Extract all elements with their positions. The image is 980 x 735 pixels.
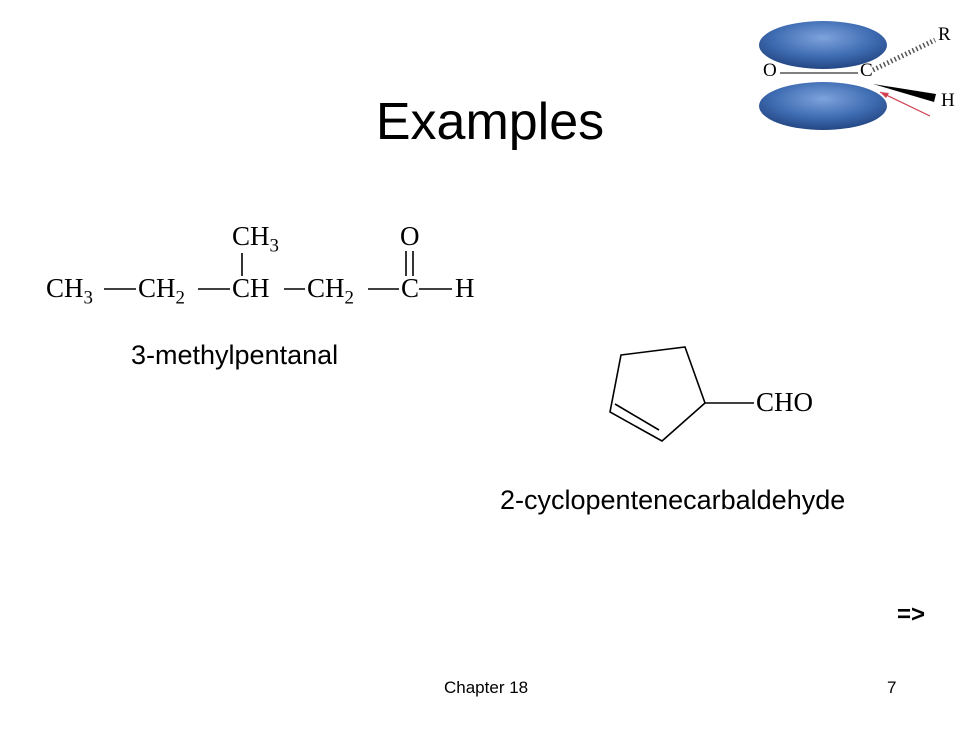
icon-oxygen-label: O	[763, 60, 777, 81]
page-number: 7	[887, 678, 897, 697]
atom-carbonyl-c: C	[401, 273, 420, 303]
footer-chapter-label: Chapter 18	[444, 678, 529, 697]
atom-aldehyde-h: H	[455, 273, 475, 303]
icon-carbon-label: C	[860, 60, 873, 81]
angle-indicator	[879, 91, 931, 117]
cyclopentene-ring	[609, 346, 706, 442]
wedge-h-bond	[873, 84, 936, 102]
atom-cho: CHO	[756, 387, 814, 417]
atom-carbonyl-o: O	[400, 221, 420, 251]
lower-pi-lobe	[759, 82, 887, 130]
ring-double-bond	[614, 403, 660, 431]
atom-ch: CH	[232, 273, 270, 303]
icon-h-label: H	[941, 90, 955, 111]
slide-title: Examples	[375, 93, 605, 151]
hashed-r-bond	[871, 37, 937, 73]
atom-ch3-branch: CH3	[232, 221, 279, 257]
next-arrow[interactable]: =>	[897, 601, 926, 628]
upper-pi-lobe	[759, 21, 887, 69]
example1-name: 3-methylpentanal	[131, 340, 339, 370]
atom-ch3-start: CH3	[46, 273, 93, 309]
atom-ch2-first: CH2	[138, 273, 185, 309]
example2-name: 2-cyclopentenecarbaldehyde	[500, 485, 846, 515]
atom-ch2-second: CH2	[307, 273, 354, 309]
icon-r-label: R	[938, 24, 951, 45]
